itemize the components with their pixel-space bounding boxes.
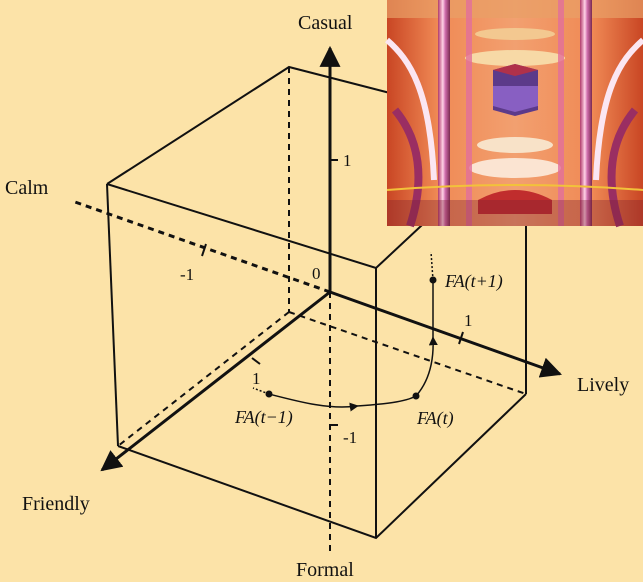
cube-left-edge xyxy=(106,183,119,447)
friendly-axis xyxy=(100,290,331,472)
label-calm: Calm xyxy=(5,177,49,199)
point-fa-t xyxy=(412,392,420,400)
tick-label-calm: -1 xyxy=(180,265,194,284)
label-fa-t-plus-1: FA(t+1) xyxy=(444,271,503,292)
label-fa-t-minus-1: FA(t−1) xyxy=(234,407,293,428)
tick-lively-1 xyxy=(458,331,464,345)
trajectory xyxy=(252,251,438,412)
tick-label-friendly: 1 xyxy=(252,369,261,388)
point-fa-t-minus-1 xyxy=(265,390,273,398)
trajectory-points xyxy=(265,276,437,400)
label-fa-t: FA(t) xyxy=(416,408,454,429)
lively-axis xyxy=(329,290,562,378)
label-friendly: Friendly xyxy=(22,493,90,515)
tick-labels: 1 -1 1 -1 1 0 xyxy=(180,151,473,447)
axis-labels: Casual Formal Lively Calm Friendly xyxy=(5,12,629,581)
point-fa-t-plus-1 xyxy=(429,276,437,284)
trajectory-segment-3 xyxy=(415,336,438,397)
trajectory-next-tail xyxy=(430,251,434,281)
trajectory-labels: FA(t−1) FA(t) FA(t+1) xyxy=(234,271,503,429)
origin-label: 0 xyxy=(312,264,321,283)
tick-label-casual: 1 xyxy=(343,151,352,170)
trajectory-segment-1 xyxy=(268,393,359,412)
label-casual: Casual xyxy=(298,12,353,34)
tick-friendly-1 xyxy=(251,357,261,365)
tick-label-lively: 1 xyxy=(464,311,473,330)
ticks xyxy=(201,159,464,426)
trajectory-segment-2 xyxy=(356,395,417,407)
cube-hidden-edges xyxy=(117,67,527,447)
label-lively: Lively xyxy=(577,374,629,396)
tick-label-formal: -1 xyxy=(343,428,357,447)
calm-axis xyxy=(74,200,331,294)
tick-calm-1 xyxy=(201,243,207,257)
cube-hidden-horizontal-edge xyxy=(288,311,527,395)
inset-abstract-image xyxy=(385,0,643,228)
trajectory-prev-tail xyxy=(252,387,270,395)
axes xyxy=(74,45,562,555)
cube-hidden-depth-edge xyxy=(117,311,290,447)
label-formal: Formal xyxy=(296,559,354,581)
cube-bottom-edges xyxy=(117,393,527,540)
